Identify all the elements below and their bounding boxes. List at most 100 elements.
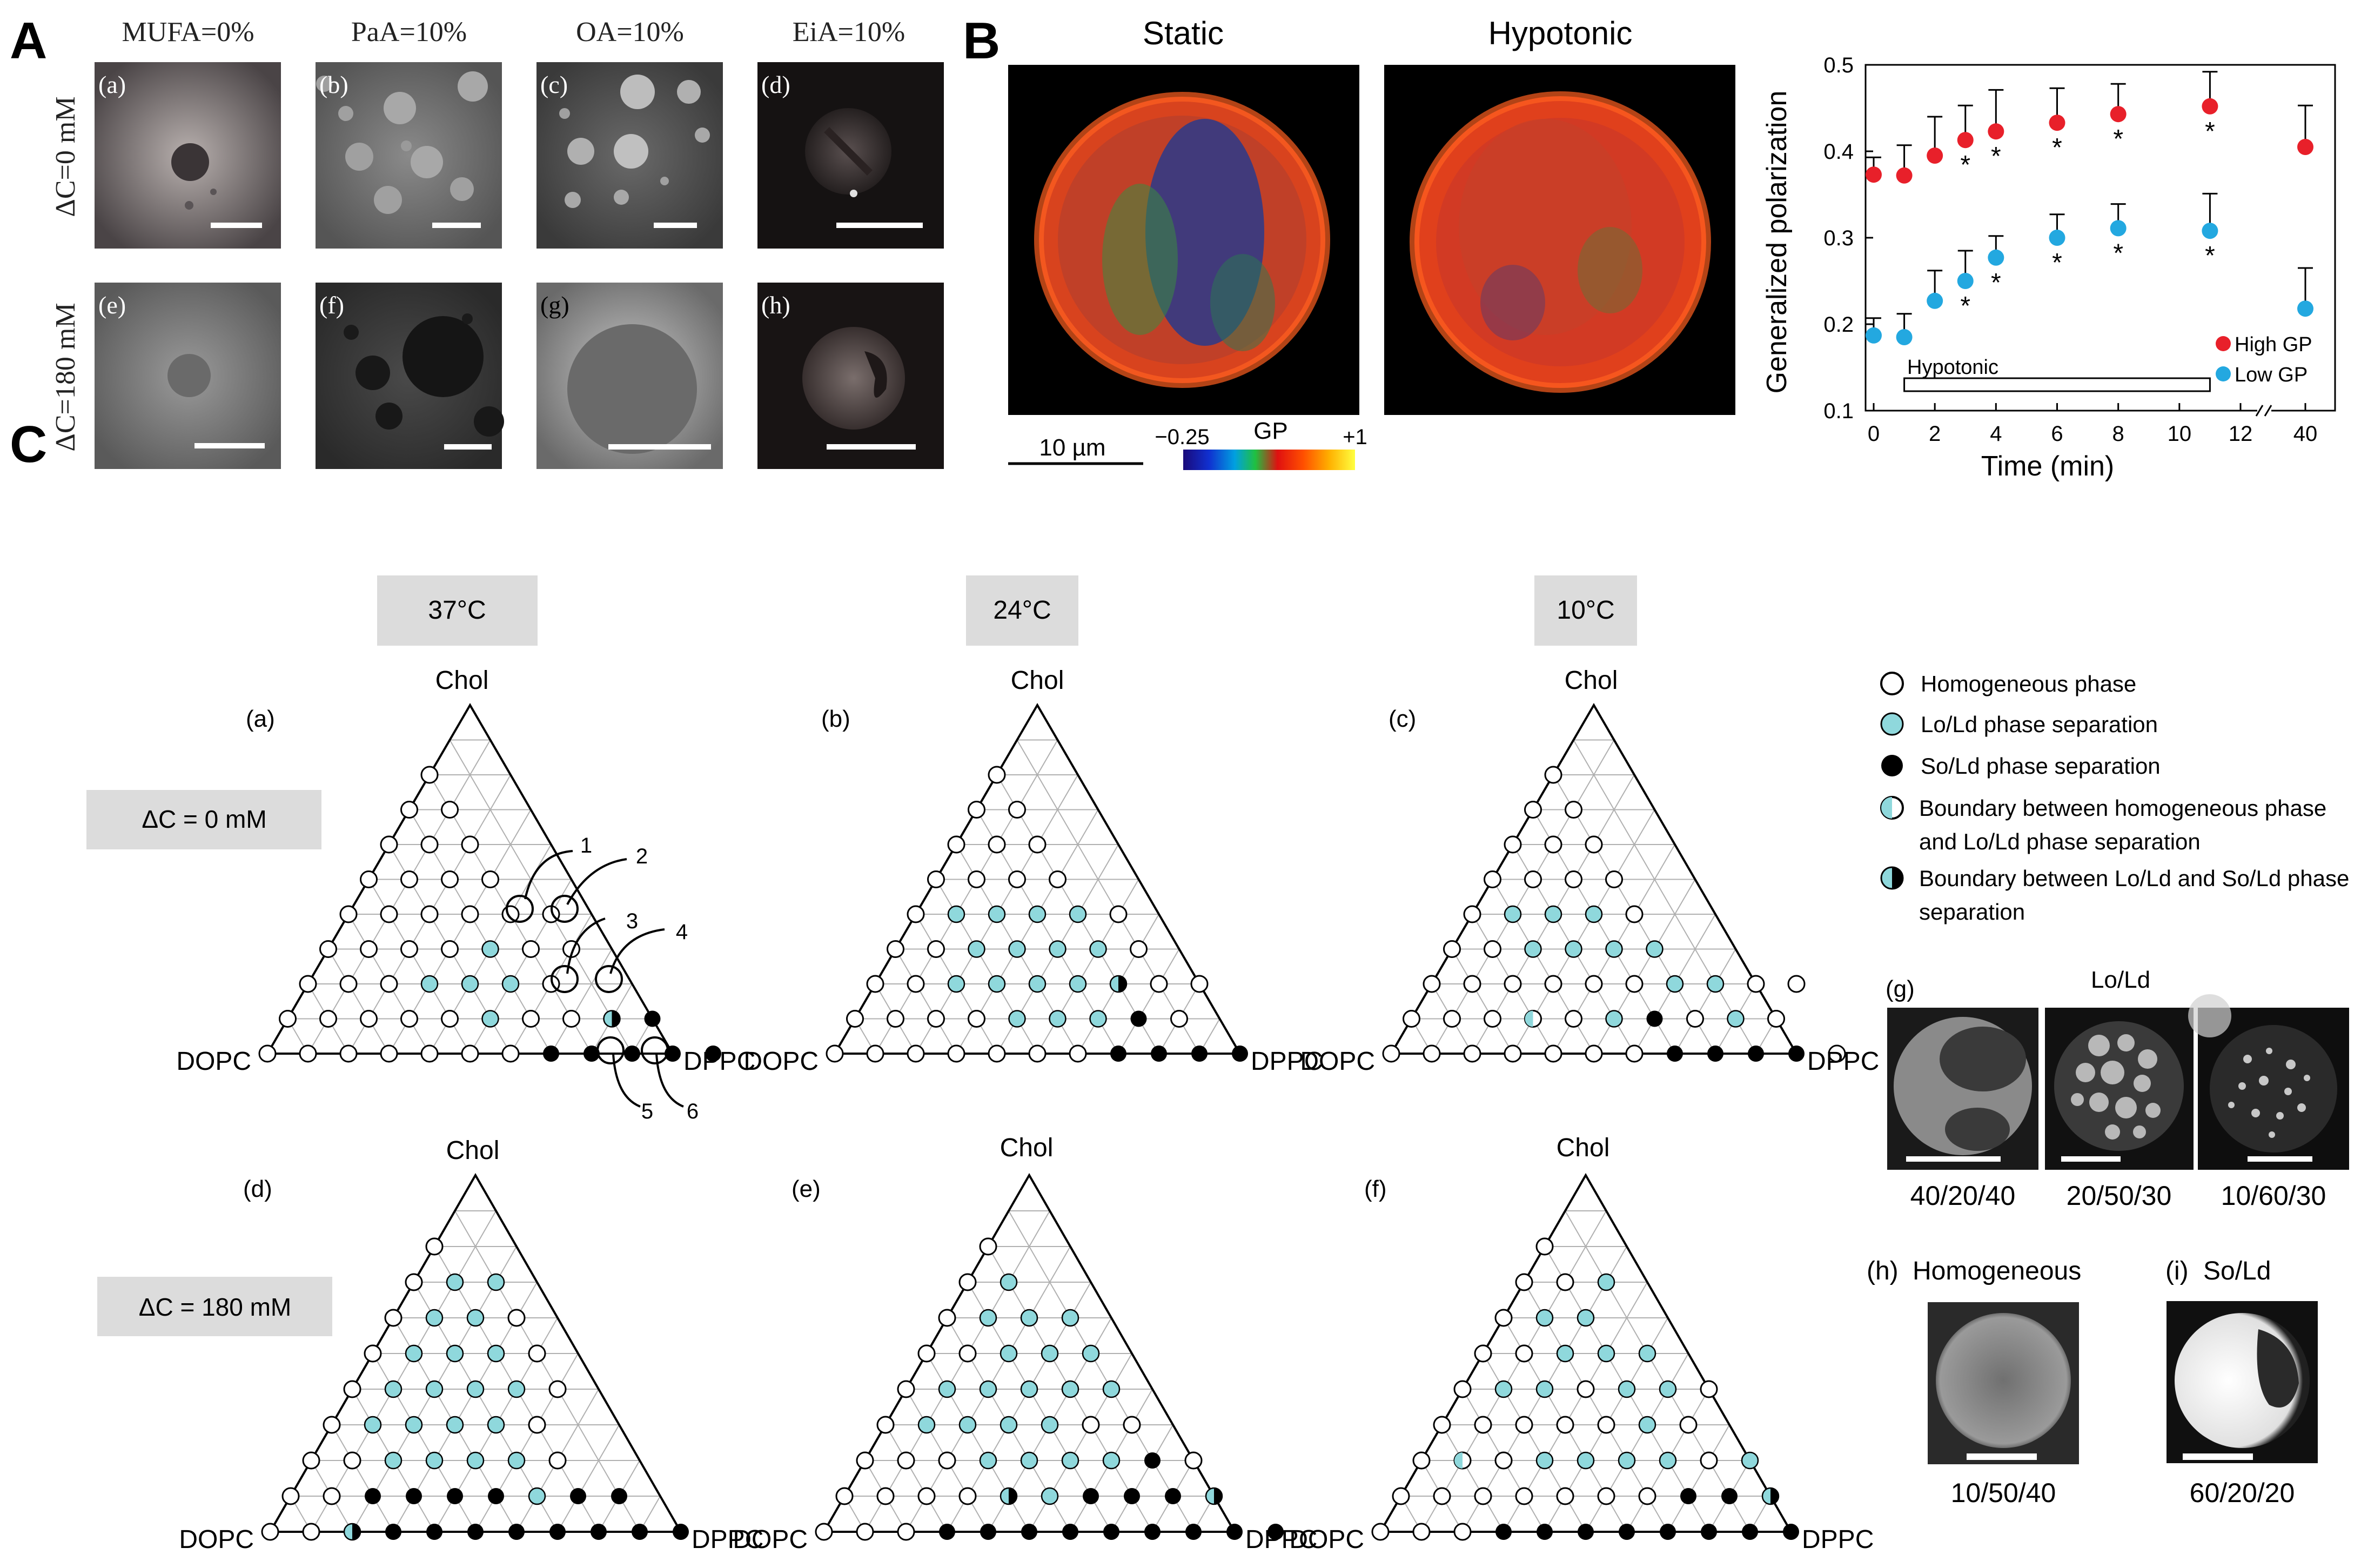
callouts: [506, 850, 684, 1108]
homogeneous-point: [938, 1451, 956, 1470]
micrograph-40-20-40: [1887, 1008, 2038, 1170]
high-gp-point: [1988, 123, 2004, 140]
boundary-solid-point: [603, 1010, 621, 1028]
homogeneous-point: [988, 835, 1006, 854]
homogeneous-point: [420, 1044, 439, 1063]
homogeneous-point: [1412, 1523, 1431, 1541]
homogeneous-point: [1565, 1010, 1582, 1028]
lo-ld-point: [1666, 975, 1684, 993]
legend-boundary-homo: Boundary between homogeneous phase and L…: [1919, 795, 2327, 854]
homogeneous-point: [501, 905, 520, 923]
homogeneous-point: [1686, 1010, 1704, 1028]
legend-lold: Lo/Ld phase separation: [1921, 712, 2158, 737]
x-tick-label: 10: [2168, 422, 2192, 446]
so-ld-point: [447, 1488, 463, 1504]
row-header-0mm: ΔC=0 mM: [50, 96, 81, 217]
homogeneous-point: [1453, 1523, 1472, 1541]
callout-3: 3: [626, 909, 638, 933]
lo-ld-point: [1659, 1451, 1677, 1470]
g-label: (g): [1886, 976, 1915, 1002]
panel-c-label: C: [10, 416, 47, 473]
hypotonic-bar: [1903, 377, 2211, 392]
low-gp-point: [1927, 292, 1943, 309]
so-ld-point: [591, 1524, 607, 1540]
homogeneous-point: [1787, 975, 1806, 993]
so-ld-point: [624, 1046, 640, 1062]
g-title: Lo/Ld: [2091, 967, 2150, 993]
homogeneous-point: [1371, 1523, 1390, 1541]
grid-line: [864, 1210, 1050, 1532]
homogeneous-point: [907, 905, 925, 923]
homogeneous-point: [907, 1044, 925, 1063]
significance-star: *: [1991, 142, 2001, 171]
lo-ld-point: [938, 1380, 956, 1398]
micrograph-d: (d): [757, 62, 944, 249]
so-ld-point: [488, 1488, 504, 1504]
lo-ld-point: [1061, 1309, 1079, 1327]
y-tick-label: 0.5: [1823, 53, 1854, 77]
homogeneous-point: [279, 1010, 297, 1028]
legend-homogeneous: Homogeneous phase: [1921, 671, 2136, 696]
so-ld-point: [939, 1524, 955, 1540]
lo-ld-point: [1494, 1380, 1513, 1398]
vertex-dopc: DOPC: [1289, 1525, 1364, 1554]
homogeneous-point: [405, 1273, 423, 1291]
lo-ld-point: [968, 940, 985, 958]
homogeneous-point: [1535, 1237, 1554, 1256]
composition-40-20-40: 40/20/40: [1910, 1181, 2016, 1211]
homogeneous-point: [1585, 1044, 1603, 1063]
lo-ld-point: [1000, 1416, 1018, 1434]
lo-ld-point: [1544, 905, 1562, 923]
so-ld-point: [1226, 1524, 1243, 1540]
homogeneous-point: [1382, 1044, 1400, 1063]
low-gp-point: [2110, 220, 2127, 237]
low-gp-point: [1896, 329, 1913, 345]
homogeneous-point: [461, 1044, 479, 1063]
grid-line: [469, 879, 572, 1054]
low-gp-point: [2049, 230, 2065, 246]
lo-ld-point: [501, 975, 520, 993]
vertex-dopc: DOPC: [176, 1047, 251, 1076]
grid-line: [311, 1210, 497, 1532]
homogeneous-point: [1423, 1044, 1441, 1063]
lo-ld-point: [1659, 1380, 1677, 1398]
homogeneous-point: [1544, 1044, 1562, 1063]
grid-line: [1674, 948, 1736, 1054]
homogeneous-point: [1433, 1416, 1451, 1434]
lo-ld-point: [507, 1451, 526, 1470]
homogeneous-point: [856, 1523, 874, 1541]
lo-ld-point: [1041, 1344, 1059, 1363]
lo-ld-point: [1028, 975, 1047, 993]
homogeneous-point: [1423, 975, 1441, 993]
homogeneous-point: [339, 1044, 358, 1063]
lo-ld-point: [1008, 940, 1026, 958]
homogeneous-point: [1392, 1487, 1410, 1505]
homogeneous-point: [380, 1044, 398, 1063]
micrograph-set-g: (g) Lo/Ld: [1886, 967, 2349, 1211]
so-ld-point: [1062, 1524, 1078, 1540]
homogeneous-point: [343, 1451, 361, 1470]
so-ld-point: [1788, 1046, 1805, 1062]
phase-legend: Homogeneous phase Lo/Ld phase separation…: [1880, 671, 2349, 924]
homogeneous-point: [548, 1451, 567, 1470]
condition-box-180mm: [97, 1277, 332, 1336]
lo-ld-point: [1577, 1309, 1595, 1327]
low-gp-point: [1957, 273, 1974, 289]
homogeneous-point: [1515, 1416, 1533, 1434]
grid-line: [1585, 1353, 1689, 1532]
scalebar-label: 10 µm: [1039, 434, 1105, 461]
homogeneous-point: [1504, 1044, 1522, 1063]
homogeneous-point: [461, 905, 479, 923]
tile-label: (g): [540, 291, 569, 319]
homogeneous-point: [1625, 975, 1644, 993]
vertex-dppc: DPPC: [1245, 1525, 1317, 1554]
diagram-label: (b): [821, 706, 850, 732]
diagram-label: (f): [1364, 1176, 1387, 1202]
micrograph-set-i: (i) So/Ld 60/20/20: [2165, 1257, 2318, 1508]
high-gp-point: [1927, 148, 1943, 164]
so-ld-point: [1110, 1046, 1126, 1062]
boundary-solid-point: [1109, 975, 1128, 993]
homogeneous-point: [1484, 940, 1501, 958]
